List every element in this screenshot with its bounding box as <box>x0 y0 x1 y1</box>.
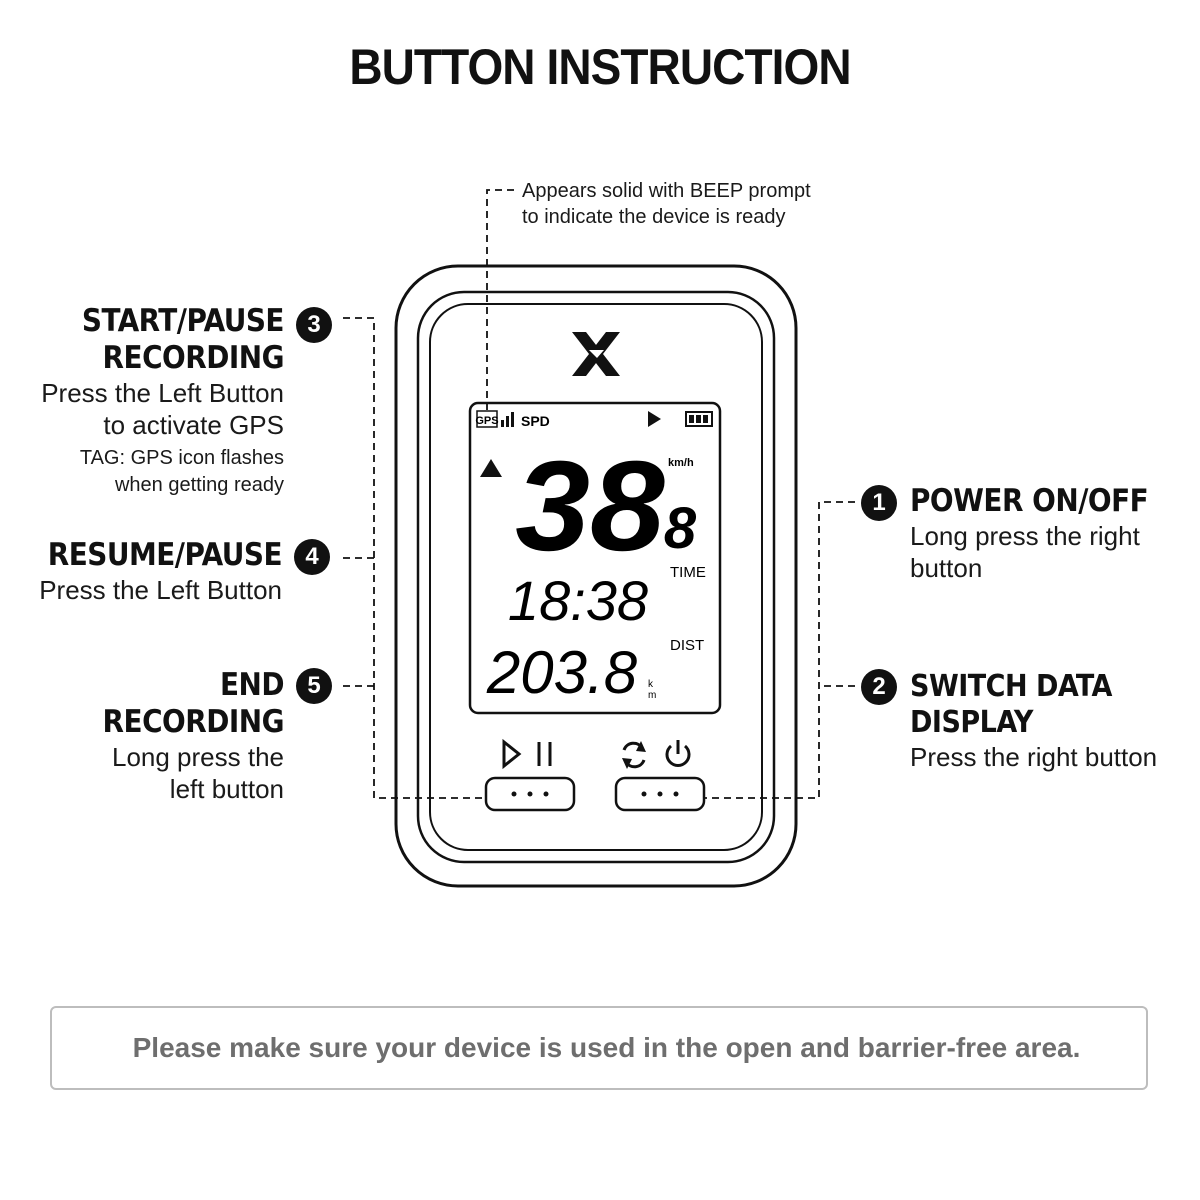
signal-icon <box>501 412 514 427</box>
dist-label: DIST <box>670 637 704 654</box>
end-recording-callout: END RECORDING Long press the left button <box>40 667 285 805</box>
number-badge-2: 2 <box>861 669 897 705</box>
power-heading: POWER ON/OFF <box>910 483 1149 519</box>
gps-icon: GPS <box>475 410 499 428</box>
x-logo-icon <box>572 332 620 376</box>
power-callout: POWER ON/OFF Long press the right button <box>910 483 1180 584</box>
battery-icon <box>685 411 713 427</box>
speed-decimal: 8 <box>664 496 697 561</box>
device-diagram: GPS SPD 38 8 km/h 18:38 TIME 203.8 DIST … <box>343 189 855 888</box>
play-icon <box>648 411 661 427</box>
dist-unit-k: k <box>648 679 654 690</box>
device-bezel-inner <box>429 303 763 851</box>
speed-label: SPD <box>521 413 550 429</box>
time-label: TIME <box>670 564 706 581</box>
number-badge-3: 3 <box>296 307 332 343</box>
start-pause-heading-2: RECORDING <box>102 340 285 377</box>
start-pause-tag-2: when getting ready <box>114 474 284 497</box>
power-body-2: button <box>910 553 983 584</box>
number-badge-5: 5 <box>296 668 332 704</box>
page-title: BUTTON INSTRUCTION <box>349 39 851 95</box>
start-pause-heading-1: START/PAUSE <box>81 303 285 339</box>
play-pause-icon <box>502 738 552 770</box>
gps-note-line1: Appears solid with BEEP prompt <box>522 180 811 202</box>
power-body-1: Long press the right <box>910 521 1140 552</box>
gps-ready-note: Appears solid with BEEP prompt to indica… <box>522 178 811 230</box>
switch-display-body: Press the right button <box>910 742 1158 772</box>
switch-display-callout: SWITCH DATA DISPLAY Press the right butt… <box>910 669 1195 773</box>
power-icon <box>665 740 691 767</box>
refresh-icon <box>622 741 646 769</box>
notice-text: Please make sure your device is used in … <box>132 1032 1081 1063</box>
dist-unit-m: m <box>648 690 656 701</box>
end-recording-body-2: left button <box>169 774 284 805</box>
speed-value: 38 <box>515 434 664 577</box>
time-value: 18:38 <box>508 569 648 632</box>
resume-pause-callout: RESUME/PAUSE Press the Left Button <box>20 537 282 606</box>
leader-lines <box>343 189 855 799</box>
number-badge-4: 4 <box>294 539 330 575</box>
start-pause-body-1: Press the Left Button <box>41 378 284 409</box>
left-button[interactable] <box>484 776 576 812</box>
notice-box: Please make sure your device is used in … <box>50 1006 1148 1090</box>
number-badge-1: 1 <box>861 485 897 521</box>
start-pause-callout: START/PAUSE RECORDING Press the Left But… <box>40 303 284 499</box>
resume-pause-body: Press the Left Button <box>39 575 282 606</box>
start-pause-tag-1: TAG: GPS icon flashes <box>79 447 284 470</box>
up-arrow-icon <box>480 459 502 477</box>
resume-pause-heading: RESUME/PAUSE <box>47 537 283 573</box>
gps-note-line2: to indicate the device is ready <box>522 206 786 228</box>
device-screen <box>468 401 722 715</box>
speed-unit: km/h <box>668 457 694 469</box>
end-recording-body-1: Long press the <box>111 742 284 773</box>
device-bezel-outer <box>416 290 776 864</box>
right-button[interactable] <box>614 776 706 812</box>
dist-value: 203.8 <box>486 639 638 706</box>
svg-text:GPS: GPS <box>475 415 498 427</box>
end-recording-heading: END RECORDING <box>102 667 285 741</box>
switch-display-heading: SWITCH DATA DISPLAY <box>910 669 1112 740</box>
start-pause-body-2: to activate GPS <box>103 410 284 441</box>
